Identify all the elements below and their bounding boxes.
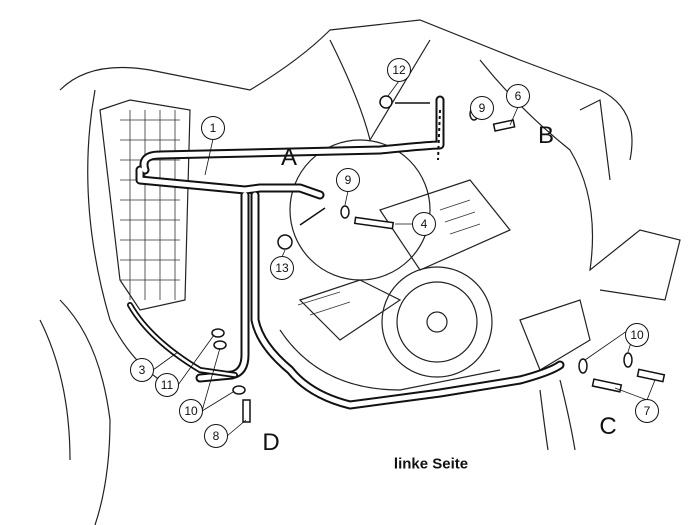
side-caption: linke Seite [393, 455, 469, 473]
mount-label-b: B [537, 122, 555, 149]
washer-10-right-a [578, 358, 588, 374]
callout-9-top: 9 [470, 96, 494, 120]
mount-label-d: D [262, 429, 280, 456]
mount-label-c: C [599, 413, 617, 440]
bolt-6 [492, 119, 516, 132]
crash-bar [127, 100, 560, 405]
callout-6: 6 [506, 84, 530, 108]
callout-7: 7 [635, 399, 659, 423]
callout-10-left: 10 [179, 399, 203, 423]
callout-10-right: 10 [625, 323, 649, 347]
callout-3: 3 [130, 358, 154, 382]
callout-8: 8 [204, 424, 228, 448]
bolt-7-a [591, 378, 623, 393]
washer-9-mid [340, 205, 350, 219]
callout-4: 4 [412, 212, 436, 236]
washer-10-right-b [623, 352, 633, 368]
spacer-13 [277, 234, 293, 250]
callout-9-mid: 9 [336, 168, 360, 192]
callout-12: 12 [387, 58, 411, 82]
nut-11 [211, 328, 225, 338]
spacer-12 [379, 95, 393, 109]
washer-10-bottom [232, 385, 246, 395]
mount-label-a: A [280, 144, 298, 171]
leader-lines [152, 80, 656, 437]
callout-1: 1 [201, 116, 225, 140]
motorcycle-outline [39, 19, 681, 525]
washer-10 [213, 340, 227, 350]
callout-13: 13 [270, 256, 294, 280]
bolt-4 [353, 216, 395, 230]
bolt-7-b [636, 368, 666, 383]
bolt-8 [242, 399, 251, 423]
callout-11: 11 [155, 373, 179, 397]
